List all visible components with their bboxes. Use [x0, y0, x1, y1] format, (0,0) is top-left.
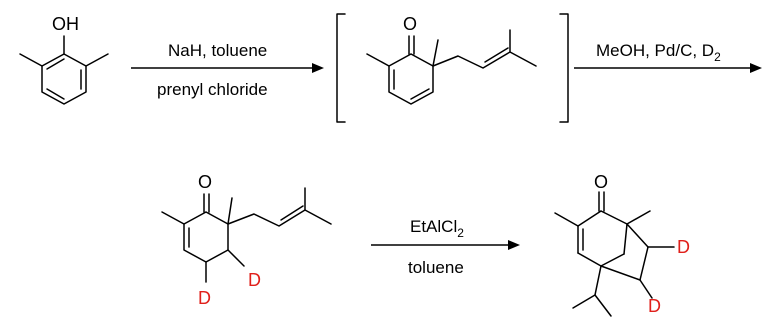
step2-reagents-top: MeOH, Pd/C, D2 [596, 41, 721, 64]
deuterium-label-ring-c4: D [198, 288, 211, 308]
step3-reagents-top: EtAlCl2 [410, 217, 464, 240]
molecule-bicyclic-product: O D D [554, 172, 690, 317]
oxygen-label-product: O [594, 172, 608, 192]
deuterium-label-ring-c5: D [248, 270, 261, 290]
hydroxyl-label: OH [52, 14, 79, 34]
step1-reagents-bottom: prenyl chloride [157, 80, 268, 99]
molecule-intermediate: O [366, 14, 537, 105]
left-bracket [336, 13, 346, 123]
deuterium-label-product-lower: D [648, 296, 661, 316]
oxygen-label-enone: O [198, 172, 212, 192]
molecule-dimethylphenol: OH [19, 14, 109, 105]
step1-reagents-top: NaH, toluene [168, 41, 267, 60]
reaction-arrow-1: NaH, toluene prenyl chloride [131, 41, 324, 99]
step3-reagents-bottom: toluene [408, 258, 464, 277]
oxygen-label-intermediate: O [403, 14, 417, 34]
reaction-arrow-2: MeOH, Pd/C, D2 [574, 41, 762, 73]
reaction-arrow-3: EtAlCl2 toluene [371, 217, 520, 277]
molecule-deuterated-enone: O D D [161, 172, 332, 308]
deuterium-label-product-upper: D [677, 237, 690, 257]
right-bracket [559, 13, 569, 123]
